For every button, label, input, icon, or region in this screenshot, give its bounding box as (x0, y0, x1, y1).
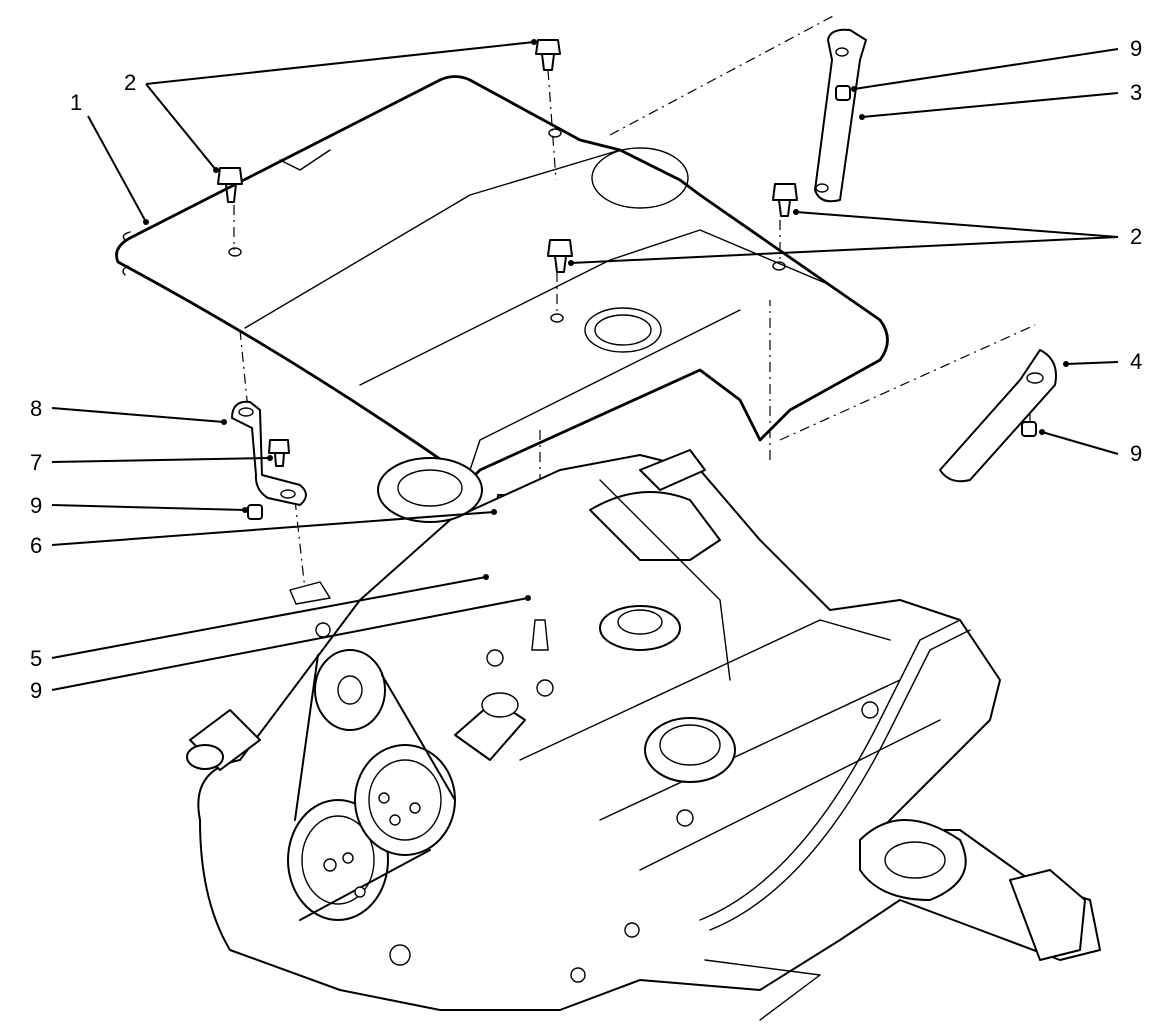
bolt-2-top (535, 39, 561, 71)
callout-1-label: 1 (70, 90, 82, 115)
callout-9-top-right-label: 9 (1130, 36, 1142, 61)
bracket-3 (814, 28, 867, 203)
bolt-7 (268, 439, 290, 467)
bolt-2-right (772, 183, 798, 217)
bolt-2-center (547, 239, 573, 273)
callout-7-label: 7 (30, 450, 42, 475)
callout-9-bottom: 9 (30, 595, 531, 703)
callout-9-right-label: 9 (1130, 441, 1142, 466)
callout-7: 7 (30, 450, 273, 475)
callout-9-right: 9 (1039, 429, 1142, 466)
bracket-4 (939, 349, 1057, 483)
callout-9-top-right: 9 (851, 36, 1142, 92)
engine-cover-panel (115, 75, 889, 482)
callout-2-top-label: 2 (124, 70, 136, 95)
callout-2-right: 2 (568, 209, 1142, 266)
bolt-2-left (217, 167, 243, 203)
callout-3-label: 3 (1130, 80, 1142, 105)
callout-5-label: 5 (30, 646, 42, 671)
callout-6: 6 (30, 509, 497, 558)
engine-assembly (186, 449, 1101, 1021)
callout-5: 5 (30, 574, 489, 671)
callout-4-label: 4 (1130, 349, 1142, 374)
callout-8-label: 8 (30, 396, 42, 421)
bracket-8 (231, 400, 307, 506)
callout-4: 4 (1063, 349, 1142, 374)
callout-2-right-label: 2 (1130, 224, 1142, 249)
callout-3: 3 (859, 80, 1142, 120)
callout-9-left-label: 9 (30, 493, 42, 518)
callout-2-top: 2 (124, 39, 537, 173)
callout-9-left: 9 (30, 493, 248, 518)
callout-9-bottom-label: 9 (30, 678, 42, 703)
callout-8: 8 (30, 396, 227, 425)
callout-1: 1 (70, 90, 149, 225)
nut-9-left (247, 504, 263, 520)
callout-6-label: 6 (30, 533, 42, 558)
